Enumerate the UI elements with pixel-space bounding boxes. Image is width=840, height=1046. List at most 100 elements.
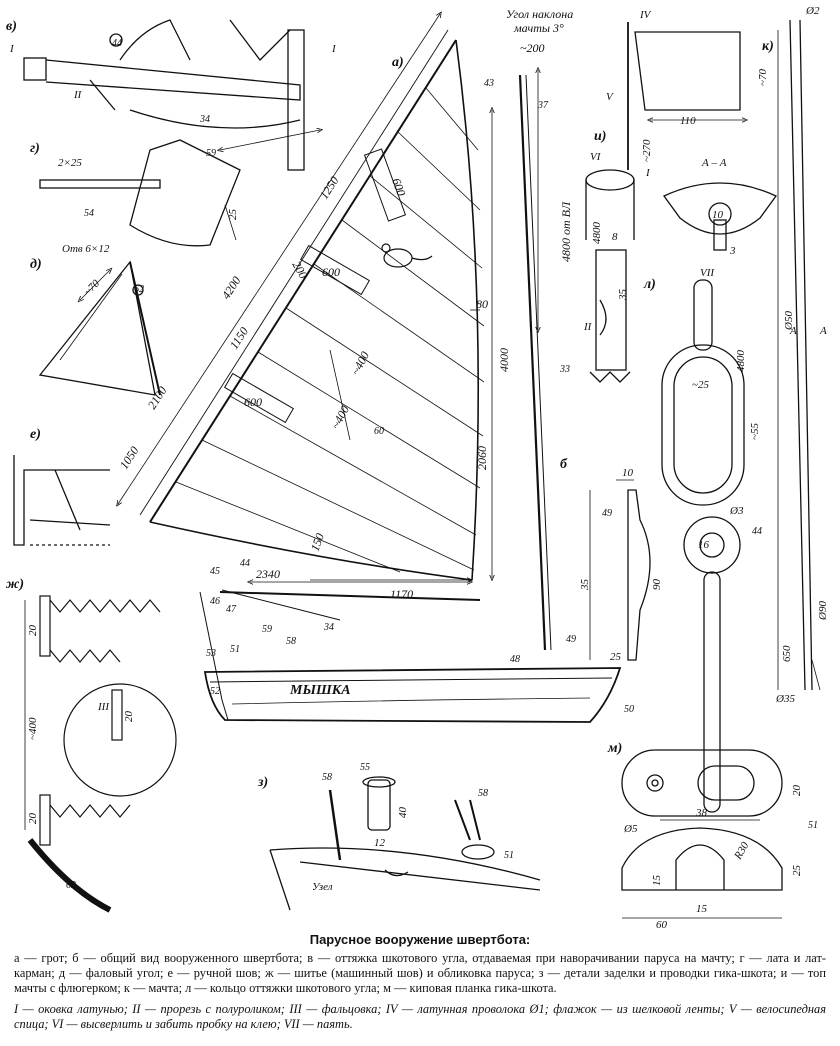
roman-5: V	[606, 91, 614, 103]
dim-25-g: 25	[227, 209, 239, 221]
section-aa-label: А – А	[701, 157, 727, 169]
mast-detail	[777, 19, 821, 691]
dim-400-a: ~400	[348, 349, 372, 377]
part-34: 34	[323, 622, 334, 633]
mast-d50: Ø50	[783, 311, 795, 331]
clew-outhaul-detail	[23, 19, 320, 171]
dim-600-batten-1: 600	[389, 176, 408, 198]
sail-dimensions	[118, 14, 538, 582]
mast-d90: Ø90	[817, 601, 829, 621]
dim-25-l: ~25	[692, 379, 709, 391]
dim-600-batten-2: 600	[322, 265, 340, 279]
part-53: 53	[206, 648, 216, 659]
dim-25-49: 25	[610, 651, 622, 663]
view-label-v: в)	[6, 19, 17, 34]
part-47: 47	[226, 604, 237, 615]
mast-angle-label-2: мачты 3°	[513, 21, 564, 35]
dim-40-z: 40	[397, 807, 409, 819]
roman-1-right: I	[331, 43, 337, 55]
roman-1-left: I	[9, 43, 15, 55]
mast-d2: Ø2	[805, 5, 820, 17]
boom-vang	[221, 589, 341, 621]
part-45: 45	[210, 566, 220, 577]
dim-90: 90	[651, 579, 663, 591]
dim-2340: 2340	[256, 567, 280, 581]
dim-70-top: ~70	[757, 69, 769, 86]
dim-600-batten-3: 600	[244, 395, 262, 409]
caption-notes: I — оковка латунью; II — прорезь с полур…	[14, 1002, 826, 1031]
part-55: 55	[360, 762, 370, 773]
part-59: 59	[262, 624, 272, 635]
hull	[203, 667, 622, 723]
dim-55: ~55	[749, 423, 761, 440]
part-37: 37	[537, 100, 549, 111]
dim-400-zh: ~400	[27, 717, 39, 740]
view-label-zh: ж)	[6, 577, 24, 592]
fairlead-detail	[621, 749, 783, 919]
section-aa	[663, 182, 777, 251]
view-label-i: и)	[594, 129, 606, 144]
part-43: 43	[484, 78, 494, 89]
roman-1-i: I	[645, 167, 651, 179]
dim-2100: 2100	[145, 384, 170, 412]
mast-angle-label-1: Угол наклона	[506, 7, 573, 21]
dim-200-pocket: 200	[289, 259, 310, 282]
dim-200-top: ~200	[520, 41, 545, 55]
hand-seam-detail	[13, 455, 111, 546]
dim-5-m: Ø5	[623, 823, 638, 835]
dim-4800-vl: 4800 от ВЛ	[559, 201, 573, 262]
dim-16: 16	[698, 539, 710, 551]
caption-legend: а — грот; б — общий вид вооруженного шве…	[14, 951, 826, 995]
batten-size: 2×25	[58, 157, 82, 169]
roman-6: VI	[590, 151, 602, 163]
dim-15-a: 15	[651, 875, 663, 887]
part-49: 49	[566, 634, 576, 645]
mast-650: 650	[781, 645, 793, 662]
caption-title: Парусное вооружение швертбота:	[309, 932, 531, 947]
mast-a2: А	[819, 325, 827, 337]
dim-20-zh2: 20	[27, 813, 39, 825]
part-46: 46	[210, 596, 220, 607]
sail-luff	[149, 39, 457, 523]
dim-60: 60	[656, 919, 668, 930]
part-51-b: 51	[504, 850, 514, 861]
dim-80: 80	[476, 297, 488, 311]
knot-label: Узел	[312, 881, 333, 893]
part-58-c: 58	[478, 788, 488, 799]
part-49-b: 49	[602, 508, 612, 519]
view-label-e: е)	[30, 427, 41, 442]
part-50: 50	[624, 704, 634, 715]
part-51: 51	[230, 644, 240, 655]
dim-110: 110	[680, 115, 696, 127]
part-62: 62	[134, 284, 144, 295]
dim-270: ~270	[641, 139, 653, 162]
dim-1150: 1150	[227, 325, 251, 352]
masthead-detail	[585, 22, 745, 383]
ring-detail	[661, 279, 745, 813]
view-label-z: з)	[257, 775, 268, 790]
dim-3: 3	[729, 245, 736, 257]
head-detail	[38, 260, 161, 396]
view-label-k: к)	[762, 39, 774, 54]
mast-line	[518, 74, 547, 651]
dim-20-zh1: 20	[27, 625, 39, 637]
figure-caption: Парусное вооружение швертбота: а — грот;…	[14, 932, 826, 1032]
view-label-m: м)	[607, 741, 622, 756]
dim-4200: 4200	[219, 274, 244, 302]
dim-15-b: 15	[696, 903, 708, 915]
part-48: 48	[510, 654, 520, 665]
dim-20-zh3: 20	[123, 711, 135, 723]
batten-detail	[39, 139, 241, 247]
dim-38: 38	[695, 807, 708, 819]
sail-leech	[455, 39, 480, 581]
view-label-a: а)	[392, 55, 404, 70]
view-label-l: л)	[643, 277, 656, 292]
mast-line-inner	[525, 74, 552, 651]
dim-20-m: 20	[791, 785, 803, 797]
dim-4800-i: 4800	[591, 222, 603, 245]
hole-label: Отв 6×12	[62, 243, 110, 255]
mast-d35: Ø35	[775, 693, 795, 705]
view-label-g: г)	[30, 141, 40, 156]
dim-1050: 1050	[117, 444, 142, 472]
dim-3-l: Ø3	[729, 505, 744, 517]
